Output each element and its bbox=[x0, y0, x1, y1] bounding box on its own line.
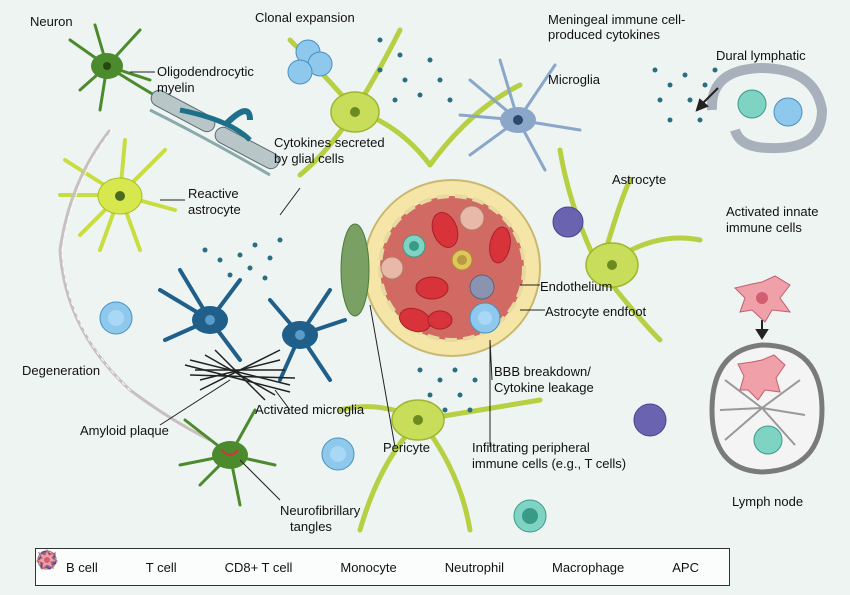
neuron-tangles bbox=[178, 408, 277, 507]
legend-label-apc: APC bbox=[672, 559, 699, 575]
amyloid-plaque bbox=[184, 349, 296, 401]
label-nft-1: Neurofibrillary bbox=[280, 503, 361, 518]
label-astrocyte: Astrocyte bbox=[612, 172, 667, 187]
legend-label-t-cell: T cell bbox=[145, 559, 177, 575]
leader-lines bbox=[130, 71, 545, 501]
myelin-axon bbox=[149, 89, 280, 177]
microglia bbox=[458, 58, 582, 172]
dural-lymphatic-vessel bbox=[706, 62, 828, 154]
label-amyloid: Amyloid plaque bbox=[80, 423, 169, 438]
label-infiltrating-2: immune cells (e.g., T cells) bbox=[472, 456, 627, 471]
legend-label-macrophage: Macrophage bbox=[551, 559, 625, 575]
label-innate-1: Activated innate bbox=[726, 204, 819, 219]
label-bbb-1: BBB breakdown/ bbox=[494, 364, 591, 379]
legend-label-neutrophil: Neutrophil bbox=[444, 559, 504, 575]
label-cytokines-1: Cytokines secreted bbox=[274, 135, 385, 150]
label-endothelium: Endothelium bbox=[540, 279, 613, 294]
legend-label-cd8: CD8+ T cell bbox=[224, 559, 293, 575]
label-reactive-2: astrocyte bbox=[188, 202, 241, 217]
label-endfoot: Astrocyte endfoot bbox=[545, 304, 647, 319]
arrows bbox=[695, 87, 769, 340]
legend-item-t-cell: T cell bbox=[37, 550, 177, 575]
pericyte-body bbox=[340, 223, 370, 317]
label-meningeal-2: produced cytokines bbox=[548, 27, 661, 42]
innate-apc bbox=[734, 275, 792, 323]
cytokine-dots bbox=[202, 37, 718, 413]
label-bbb-2: Cytokine leakage bbox=[494, 380, 594, 395]
legend-item-monocyte: Monocyte bbox=[37, 550, 397, 575]
legend-item-b-cell: B cell bbox=[37, 550, 98, 575]
label-neuron: Neuron bbox=[30, 14, 73, 29]
reactive-astrocyte bbox=[58, 138, 177, 252]
activated-microglia bbox=[158, 268, 347, 382]
label-lymph-node: Lymph node bbox=[732, 494, 804, 509]
label-reactive-1: Reactive bbox=[188, 186, 239, 201]
immune-cells bbox=[99, 39, 803, 533]
label-pericyte: Pericyte bbox=[383, 440, 430, 455]
degenerating-axon bbox=[58, 129, 211, 442]
label-degeneration: Degeneration bbox=[22, 363, 101, 378]
label-oligo-2: myelin bbox=[157, 80, 195, 95]
label-oligo-1: Oligodendrocytic bbox=[157, 64, 254, 79]
label-cytokines-2: by glial cells bbox=[274, 151, 345, 166]
legend: B cell T cell CD8+ T cell Monocyte Neutr… bbox=[35, 548, 730, 586]
legend-item-apc: APC bbox=[36, 549, 699, 575]
label-innate-2: immune cells bbox=[726, 220, 802, 235]
legend-item-cd8: CD8+ T cell bbox=[37, 550, 293, 575]
lymph-node bbox=[709, 342, 825, 475]
label-nft-2: tangles bbox=[290, 519, 332, 534]
legend-label-monocyte: Monocyte bbox=[340, 559, 397, 575]
label-activated-microglia: Activated microglia bbox=[255, 402, 365, 417]
label-dural-lymphatic: Dural lymphatic bbox=[716, 48, 806, 63]
legend-item-neutrophil: Neutrophil bbox=[37, 550, 504, 575]
label-clonal-expansion: Clonal expansion bbox=[255, 10, 355, 25]
label-microglia: Microglia bbox=[548, 72, 601, 87]
red-blood-cells bbox=[399, 212, 511, 333]
label-meningeal-1: Meningeal immune cell- bbox=[548, 12, 686, 27]
apc-icon bbox=[36, 549, 58, 571]
neuron-top bbox=[68, 23, 202, 122]
legend-item-macrophage: Macrophage bbox=[37, 550, 625, 575]
legend-label-b-cell: B cell bbox=[65, 559, 98, 575]
label-infiltrating-1: Infiltrating peripheral bbox=[472, 440, 590, 455]
